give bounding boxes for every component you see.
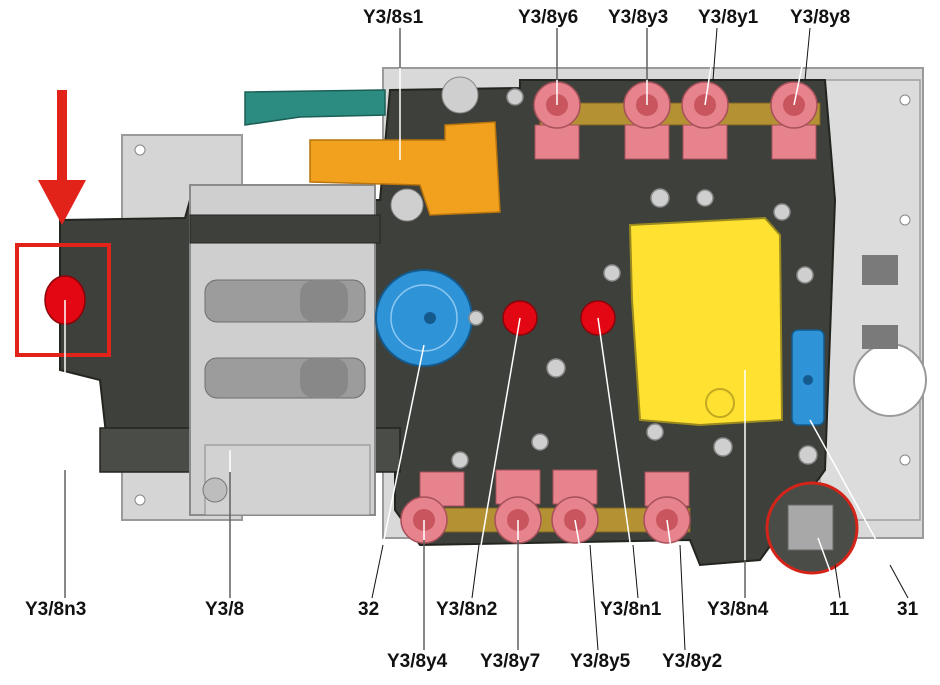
mounting-bolts <box>451 88 818 469</box>
label-y38y4: Y3/8y4 <box>387 651 448 672</box>
solenoid-y38y6 <box>533 81 581 160</box>
label-y38y7: Y3/8y7 <box>480 651 541 672</box>
control-unit-y38n4 <box>628 216 784 427</box>
highlight-arrow <box>38 90 86 225</box>
valve-housing <box>189 184 381 516</box>
label-31: 31 <box>897 599 919 620</box>
label-11: 11 <box>829 599 850 620</box>
park-solenoid-y38s1 <box>309 76 501 222</box>
label-y38n3: Y3/8n3 <box>25 599 87 620</box>
label-y38s1: Y3/8s1 <box>363 7 424 28</box>
selector-lever <box>244 89 386 126</box>
solenoid-y38y2 <box>643 471 691 544</box>
label-y38n2: Y3/8n2 <box>436 599 498 620</box>
solenoid-y38y1 <box>681 81 729 160</box>
electrical-connector-11 <box>765 481 859 575</box>
label-y38: Y3/8 <box>205 599 245 620</box>
label-y38y8: Y3/8y8 <box>790 7 851 28</box>
label-y38n1: Y3/8n1 <box>600 599 662 620</box>
label-y38y3: Y3/8y3 <box>608 7 669 28</box>
label-y38y1: Y3/8y1 <box>698 7 759 28</box>
blue-connector-31 <box>791 329 825 426</box>
label-y38n4: Y3/8n4 <box>707 599 769 620</box>
label-y38y5: Y3/8y5 <box>570 651 631 672</box>
label-y38y6: Y3/8y6 <box>518 7 579 28</box>
label-y38y2: Y3/8y2 <box>662 651 723 672</box>
blue-component-32 <box>375 269 473 367</box>
leader-lines-dark <box>64 27 909 651</box>
label-32: 32 <box>358 599 380 620</box>
highlight-box <box>15 243 111 357</box>
solenoid-y38y5 <box>551 469 599 544</box>
solenoid-y38y8 <box>770 81 818 160</box>
